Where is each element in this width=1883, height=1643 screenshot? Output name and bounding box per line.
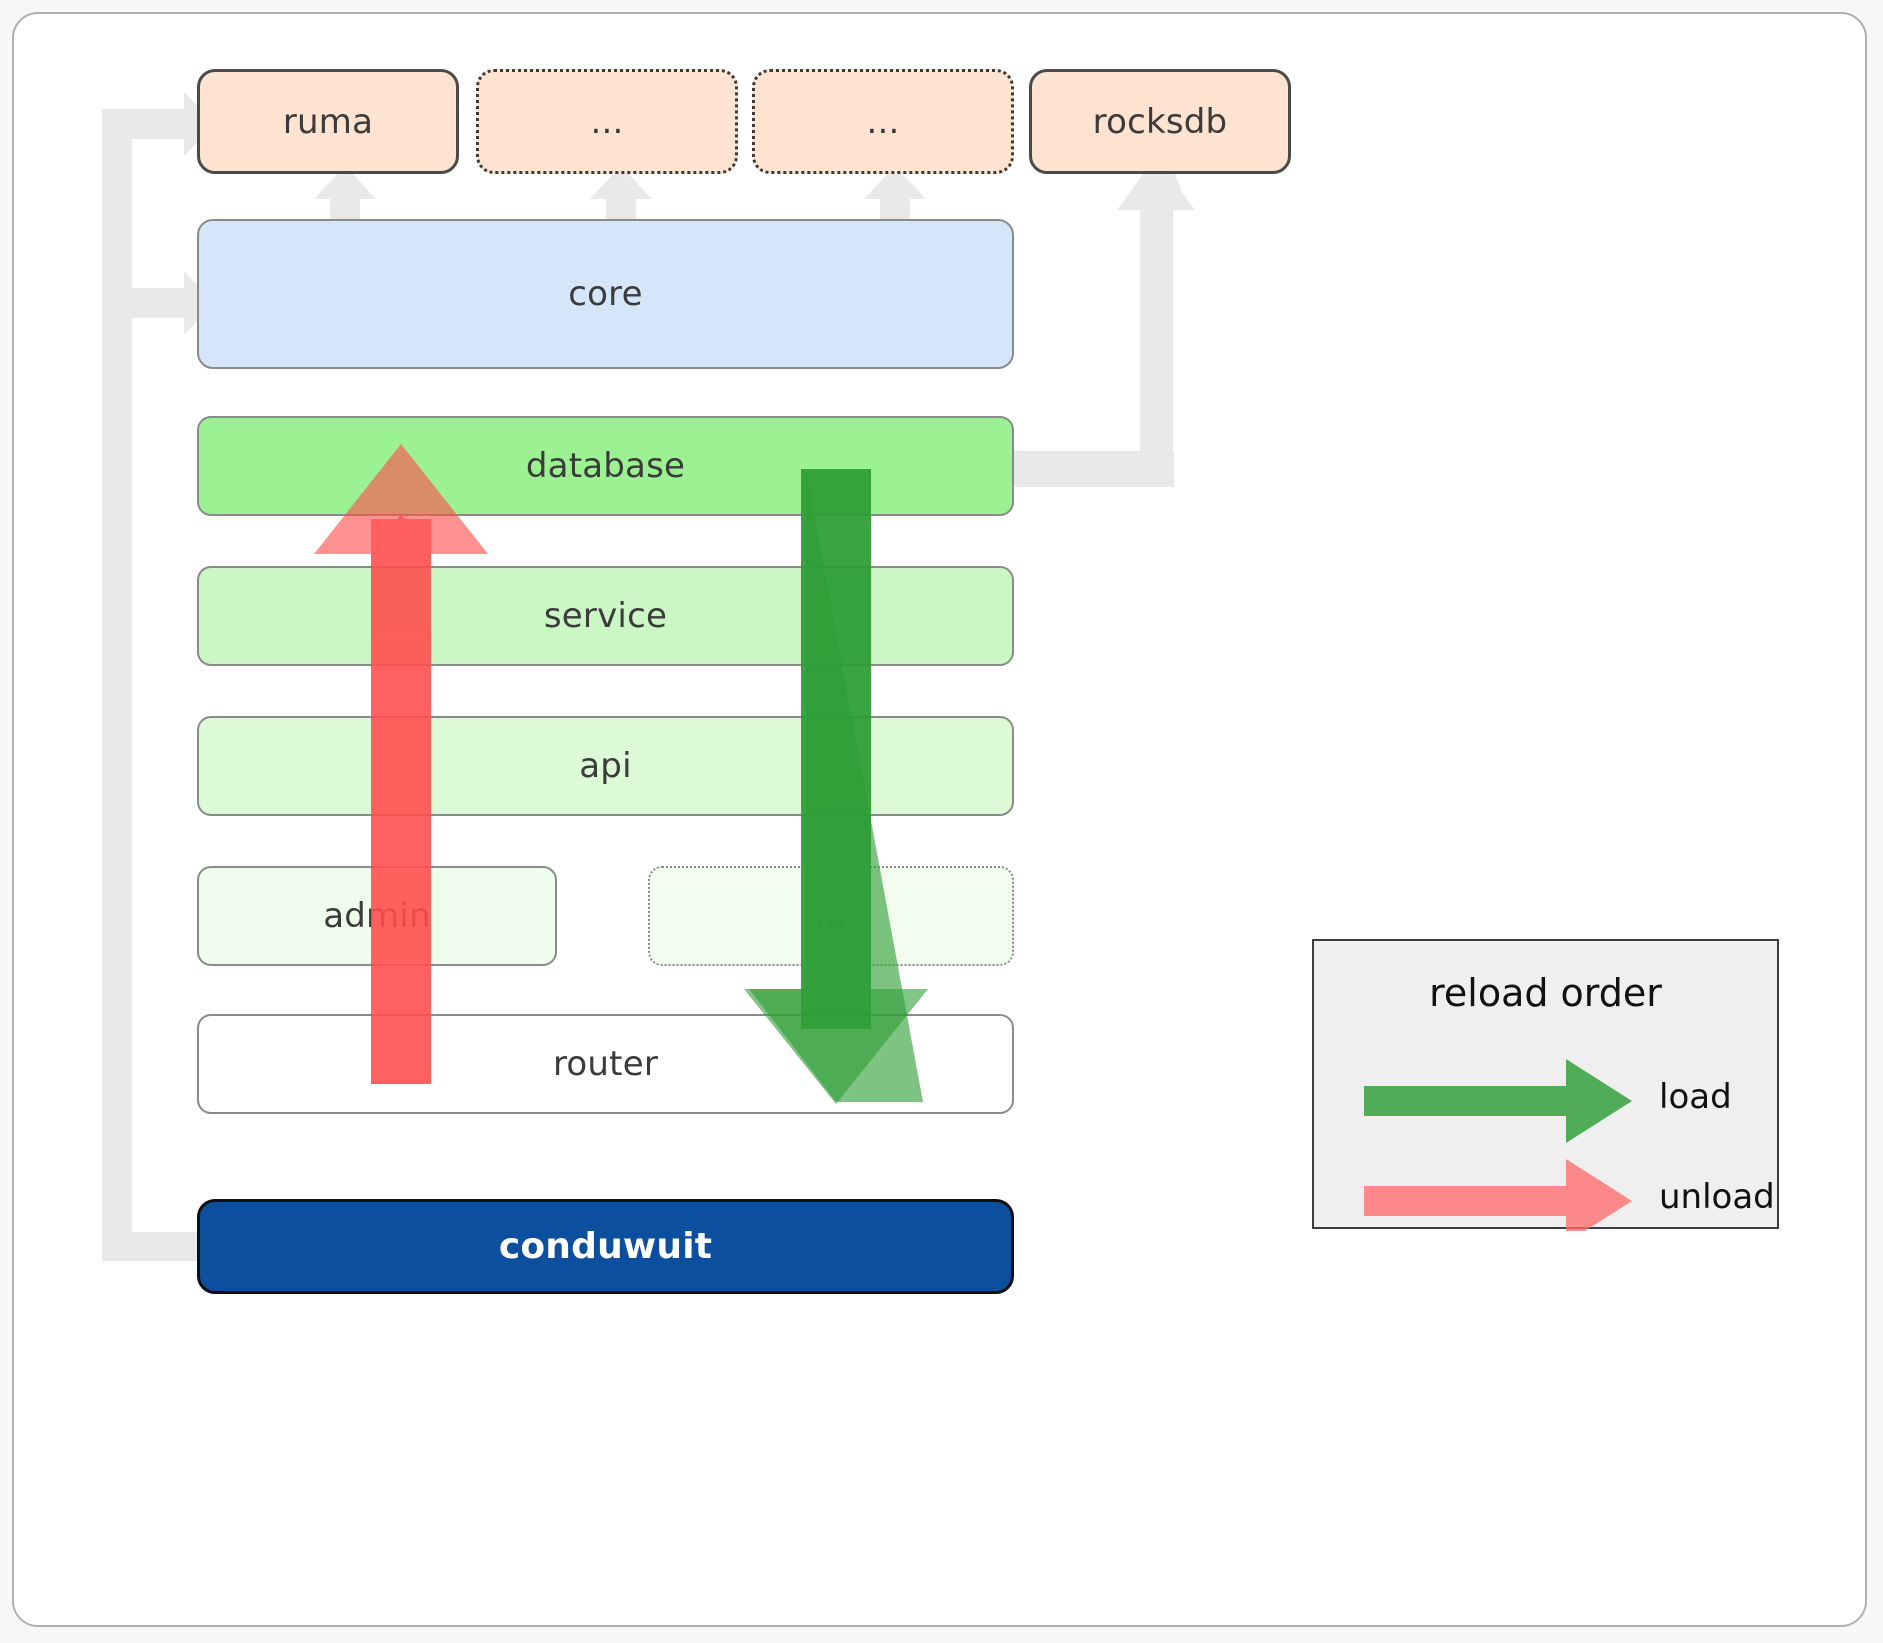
node-dots-1[interactable]: ... xyxy=(476,69,738,174)
node-api[interactable]: api xyxy=(197,716,1014,816)
node-label: ... xyxy=(866,101,900,142)
legend-title: reload order xyxy=(1429,971,1662,1015)
connector-core-rail xyxy=(132,288,162,318)
node-conduwuit[interactable]: conduwuit xyxy=(197,1199,1014,1294)
node-database[interactable]: database xyxy=(197,416,1014,516)
node-label: api xyxy=(579,746,632,786)
node-label: core xyxy=(568,274,643,314)
node-service[interactable]: service xyxy=(197,566,1014,666)
diagram-card: ruma ... ... rocksdb core database servi… xyxy=(12,12,1867,1627)
node-dots-3[interactable]: ... xyxy=(648,866,1014,966)
node-label: ruma xyxy=(282,101,374,142)
legend-load-arrow xyxy=(1364,1059,1632,1143)
node-label: database xyxy=(525,446,686,486)
node-label: conduwuit xyxy=(498,1226,713,1267)
legend-unload-arrow xyxy=(1364,1159,1632,1231)
node-label: service xyxy=(543,596,668,636)
connector-database-to-rocksdb xyxy=(1014,164,1189,487)
node-admin[interactable]: admin xyxy=(197,866,557,966)
node-label: admin xyxy=(323,896,431,936)
node-rocksdb[interactable]: rocksdb xyxy=(1029,69,1291,174)
node-core[interactable]: core xyxy=(197,219,1014,369)
node-label: rocksdb xyxy=(1092,101,1228,142)
legend-label-unload: unload xyxy=(1659,1177,1775,1217)
connector-conduwuit-stub xyxy=(102,1232,212,1261)
connector-database-stub xyxy=(1014,451,1174,487)
connector-rocksdb-riser xyxy=(1140,180,1172,470)
node-dots-2[interactable]: ... xyxy=(752,69,1014,174)
legend-box: reload order load unload xyxy=(1312,939,1779,1231)
node-label: ... xyxy=(814,896,848,936)
node-router[interactable]: router xyxy=(197,1014,1014,1114)
node-label: ... xyxy=(590,101,624,142)
node-label: router xyxy=(552,1044,658,1084)
legend-arrows xyxy=(1364,1059,1632,1231)
legend-label-load: load xyxy=(1659,1077,1732,1117)
node-ruma[interactable]: ruma xyxy=(197,69,459,174)
